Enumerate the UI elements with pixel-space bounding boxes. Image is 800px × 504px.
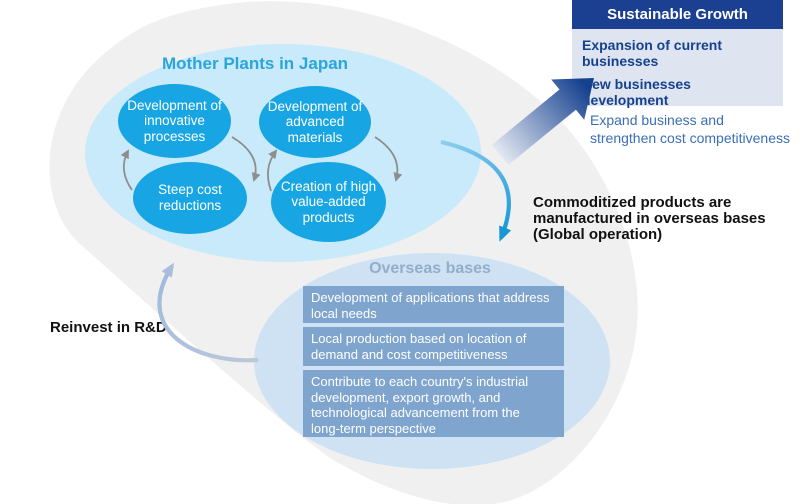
- overseas-box-contribute: Contribute to each country's industrial …: [303, 370, 564, 437]
- commoditized-products-label: Commoditized products are manufactured i…: [533, 194, 766, 244]
- overseas-box-local-production: Local production based on location of de…: [303, 327, 564, 366]
- growth-item-expansion: Expansion of current businesses: [582, 37, 723, 70]
- oval-steep-cost-reductions: Steep cost reductions: [133, 162, 247, 234]
- mother-plants-ellipse: [85, 44, 481, 262]
- oval-high-value-added-products: Creation of high value-added products: [271, 162, 386, 242]
- reinvest-arrow: [157, 262, 259, 363]
- sustainable-growth-header: Sustainable Growth: [572, 0, 783, 29]
- expand-business-note: Expand business and strengthen cost comp…: [590, 112, 790, 147]
- growth-item-new-businesses: New businesses development: [582, 76, 691, 109]
- sustainable-growth-panel: Expansion of current businesses New busi…: [572, 29, 783, 109]
- overseas-bases-title: Overseas bases: [369, 260, 491, 277]
- reinvest-rd-label: Reinvest in R&D: [50, 319, 167, 336]
- mother-plants-title: Mother Plants in Japan: [161, 54, 349, 73]
- oval-innovative-processes: Development of innovative processes: [118, 84, 231, 158]
- overseas-box-applications: Development of applications that address…: [303, 286, 564, 323]
- oval-advanced-materials: Development of advanced materials: [259, 86, 371, 158]
